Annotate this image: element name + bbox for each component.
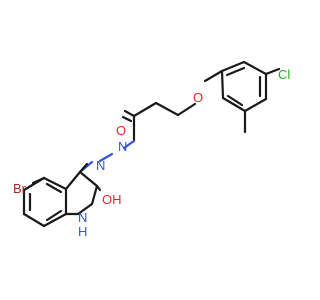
double-bond [121, 115, 133, 123]
bond [221, 96, 247, 113]
bond [220, 60, 246, 73]
bond [242, 60, 268, 76]
bond [76, 202, 94, 216]
double-bond [225, 66, 246, 77]
hydroxyl-label: OH [102, 192, 122, 207]
ring-nitrogen-h-label: H [78, 224, 87, 239]
bond [243, 97, 268, 113]
bond [220, 69, 225, 100]
bond [78, 170, 99, 188]
bond [31, 176, 46, 185]
indoline-core [22, 170, 102, 228]
butanoyl-chain [121, 101, 197, 143]
carbonyl-oxygen-label: O [116, 123, 126, 138]
bond [264, 67, 281, 76]
double-bond [123, 109, 136, 118]
bond [22, 212, 46, 228]
bond [78, 162, 89, 174]
bond [90, 184, 99, 206]
bond [203, 69, 224, 83]
azo-linkage [78, 139, 136, 174]
azo-nitrogen-2-label: N [96, 158, 105, 173]
bond [122, 139, 136, 150]
bond [95, 184, 102, 192]
molecule-diagram: Cl O O N N Br OH N H [13, 60, 290, 239]
bond [64, 170, 82, 191]
bond [154, 101, 180, 117]
ring-nitrogen-label: N [78, 210, 87, 225]
ether-oxygen-label: O [193, 90, 203, 105]
double-bond [45, 209, 63, 222]
chlorophenyl-ring [203, 60, 281, 134]
bond [42, 212, 68, 228]
bond [132, 101, 158, 118]
chlorine-label: Cl [278, 67, 290, 82]
bond [42, 176, 68, 191]
bond [98, 152, 114, 163]
bromine-label: Br [13, 181, 27, 196]
double-bond [226, 94, 244, 107]
azo-nitrogen-1-label: N [118, 139, 127, 154]
structure-canvas: Cl O O N N Br OH N H [13, 60, 290, 239]
double-bond [45, 182, 63, 194]
bond [176, 102, 197, 117]
